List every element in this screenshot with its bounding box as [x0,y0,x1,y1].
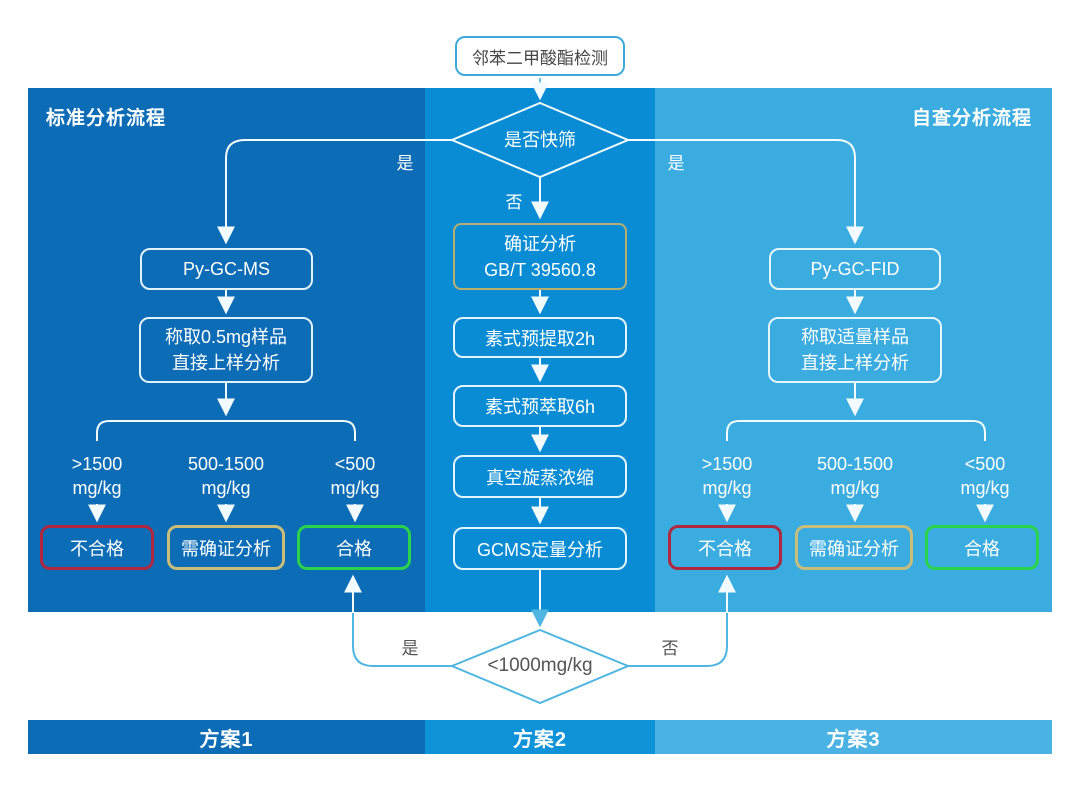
footer-plan2-bar: 方案2 [425,720,655,754]
self-branch-low-range: <500 [964,454,1006,474]
std-result-confirm: 需确证分析 [167,525,285,570]
self-result-confirm: 需确证分析 [795,525,913,570]
std-branch-label-mid: 500-1500 mg/kg [156,452,296,500]
vacuum-concentrate-node: 真空旋蒸浓缩 [453,455,627,498]
footer-plan1-label: 方案1 [199,728,254,751]
self-instrument-node: Py-GC-FID [769,248,941,290]
self-result-pass: 合格 [925,525,1039,570]
self-branch-label-low: <500 mg/kg [925,452,1045,500]
no-down-label: 否 [505,193,523,212]
soxhlet-preextract-node: 素式预提取2h [453,317,627,358]
soxhlet-extract-node: 素式预萃取6h [453,385,627,427]
footer-plan2-label: 方案2 [512,728,568,751]
std-branch-low-unit: mg/kg [330,478,380,498]
std-result-pass: 合格 [297,525,411,570]
self-branch-high-unit: mg/kg [702,478,752,498]
yes-right-label: 是 [667,154,685,173]
confirm-analysis-line1: 确证分析 [504,233,576,254]
start-node: 邻苯二甲酸酯检测 [455,36,625,76]
self-branch-label-mid: 500-1500 mg/kg [785,452,925,500]
self-branch-high-range: >1500 [701,454,753,474]
footer-plan1-bar: 方案1 [28,720,425,754]
left-column-title: 标准分析流程 [46,108,167,129]
std-branch-high-unit: mg/kg [72,478,122,498]
yes-left-label: 是 [396,154,414,173]
self-prep-line1: 称取适量样品 [801,327,909,347]
confirm-analysis-line2: GB/T 39560.8 [484,259,596,280]
footer-plan3-bar: 方案3 [655,720,1052,754]
std-result-fail: 不合格 [40,525,154,570]
bottom-no-label: 否 [661,639,679,658]
threshold-decision-label: <1000mg/kg [487,655,593,676]
footer-plan3-label: 方案3 [826,728,881,751]
confirm-analysis-node: 确证分析 GB/T 39560.8 [453,223,627,290]
std-branch-high-range: >1500 [71,454,123,474]
std-branch-low-range: <500 [334,454,376,474]
std-prep-line1: 称取0.5mg样品 [164,327,288,347]
self-branch-label-high: >1500 mg/kg [667,452,787,500]
std-branch-mid-unit: mg/kg [201,478,251,498]
bottom-yes-label: 是 [401,639,419,658]
gcms-quant-node: GCMS定量分析 [453,527,627,570]
std-prep-node: 称取0.5mg样品 直接上样分析 [139,317,313,383]
self-branch-low-unit: mg/kg [960,478,1010,498]
self-prep-line2: 直接上样分析 [801,353,909,373]
self-result-fail: 不合格 [668,525,782,570]
self-branch-mid-range: 500-1500 [816,454,894,474]
std-branch-label-high: >1500 mg/kg [37,452,157,500]
right-column-title: 自查分析流程 [911,108,1032,129]
std-instrument-node: Py-GC-MS [140,248,313,290]
screening-decision-label: 是否快筛 [504,130,576,150]
self-branch-mid-unit: mg/kg [830,478,880,498]
std-branch-label-low: <500 mg/kg [295,452,415,500]
self-prep-node: 称取适量样品 直接上样分析 [768,317,942,383]
std-branch-mid-range: 500-1500 [187,454,265,474]
std-prep-line2: 直接上样分析 [172,353,280,373]
